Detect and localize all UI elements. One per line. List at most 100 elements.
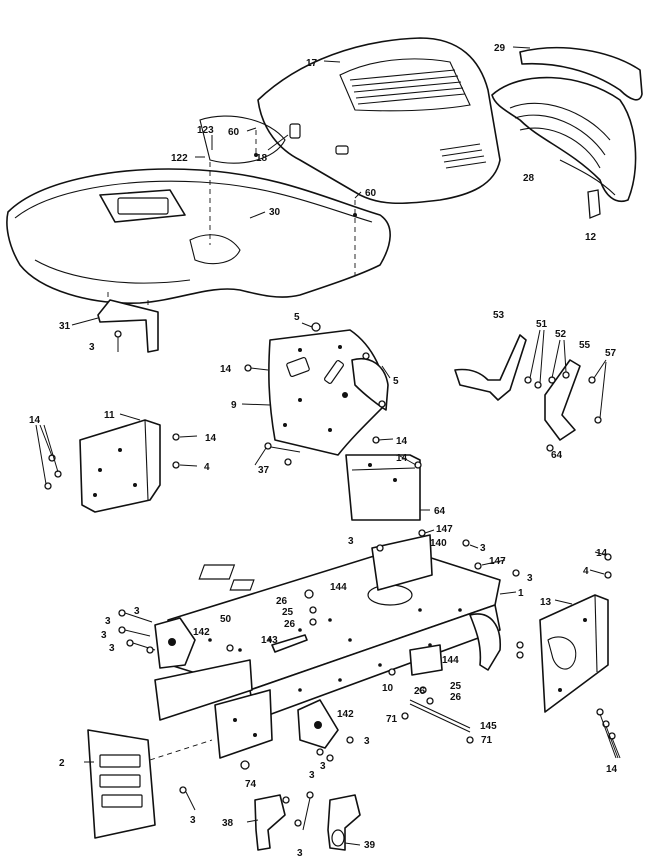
front-left-bolts: [118, 609, 156, 654]
part-14-label-c: 14: [396, 453, 408, 464]
part-31-label: 31: [59, 321, 71, 332]
part-144-label-a: 144: [330, 582, 347, 593]
part-3-label-i: 3: [364, 736, 370, 747]
part-28-grille-label: 28: [523, 173, 535, 184]
part-3-label-g: 3: [101, 630, 107, 641]
part-1-frame-label: 1: [518, 588, 524, 599]
part-3-label-d: 3: [527, 573, 533, 584]
rear-brackets-144: [388, 613, 501, 705]
side-panel-13: [539, 594, 609, 713]
main-frame: [167, 547, 501, 721]
part-3-label-k: 3: [309, 770, 315, 781]
part-14-label-g: 14: [606, 764, 618, 775]
bracket-38: [254, 794, 290, 851]
part-26-label-a: 26: [276, 596, 288, 607]
part-3-label-c: 3: [480, 543, 486, 554]
part-37-label: 37: [258, 465, 270, 476]
part-3-label-b: 3: [348, 536, 354, 547]
part-11-label: 11: [104, 410, 115, 421]
part-30-body-label: 30: [269, 207, 281, 218]
part-14-label-f: 14: [596, 548, 608, 559]
part-9-label: 9: [231, 400, 237, 411]
part-14-label-b: 14: [396, 436, 408, 447]
part-4-label-b: 4: [583, 566, 589, 577]
frame-plate-140: [371, 534, 433, 591]
part-71-label-a: 71: [386, 714, 398, 725]
lower-front-hardware: [240, 641, 524, 770]
hardware-50-143: [226, 634, 308, 653]
front-plate-2: [87, 729, 213, 839]
part-3-label-a: 3: [89, 342, 95, 353]
part-3-label-e: 3: [134, 606, 140, 617]
side-panel-11: [79, 419, 161, 513]
bracket-31: [97, 299, 159, 353]
plate-142-upper: [154, 617, 196, 669]
bolt-3-a: [114, 330, 122, 352]
part-142-label-b: 142: [337, 709, 354, 720]
part-5-label-a: 5: [294, 312, 300, 323]
part-14-label-a: 14: [220, 364, 232, 375]
part-123-label: 123: [197, 125, 214, 136]
part-3-label-f: 3: [105, 616, 111, 627]
bumper-part: [519, 46, 643, 101]
leader-lines: [71, 46, 606, 846]
part-14-label-d: 14: [29, 415, 41, 426]
clip-part: [587, 189, 601, 219]
part-5-label-b: 5: [393, 376, 399, 387]
side-panel-11-hardware: [35, 424, 180, 490]
part-3-label-j: 3: [320, 761, 326, 772]
part-64-label-b: 64: [434, 506, 446, 517]
part-71-label-b: 71: [481, 735, 493, 746]
part-60-label-b: 60: [365, 188, 377, 199]
bracket-53: [454, 334, 527, 401]
part-4-label-a: 4: [204, 462, 210, 473]
part-64-label-a: 64: [551, 450, 563, 461]
right-bracket-hardware: [524, 329, 607, 452]
part-140-label: 140: [430, 538, 447, 549]
part-142-label-a: 142: [193, 627, 210, 638]
part-29-bumper-label: 29: [494, 43, 506, 54]
dash-side-flange: [351, 358, 389, 411]
part-52-label: 52: [555, 329, 567, 340]
part-60-label-a: 60: [228, 127, 240, 138]
callout-labels: 17 29 28 12 123 122 60 18 60 30 31 3 5 1…: [29, 43, 618, 859]
grille-part: [491, 76, 637, 202]
part-12-clip-label: 12: [585, 232, 597, 243]
part-39-label: 39: [364, 840, 376, 851]
part-55-label: 55: [579, 340, 591, 351]
part-74-label: 74: [245, 779, 257, 790]
part-53-label: 53: [493, 310, 505, 321]
part-3-label-m: 3: [297, 848, 303, 859]
frame-hardware: [304, 529, 520, 626]
part-38-label: 38: [222, 818, 234, 829]
body-part: [6, 115, 391, 304]
bracket-39: [327, 794, 361, 851]
rod-145: [401, 699, 474, 744]
part-26-label-d: 26: [450, 692, 462, 703]
dash-hardware: [244, 322, 422, 469]
lower-bolts: [294, 791, 314, 831]
front-left-plate: [154, 659, 253, 721]
part-25-label-b: 25: [450, 681, 462, 692]
part-17-hood-label: 17: [306, 58, 318, 69]
plate-142-lower: [297, 699, 339, 749]
part-50-label: 50: [220, 614, 232, 625]
dash-lower-bracket: [345, 454, 421, 521]
part-51-label: 51: [536, 319, 548, 330]
part-147-label-a: 147: [436, 524, 453, 535]
side-panel-13-hardware: [596, 553, 621, 759]
part-122-label: 122: [171, 153, 188, 164]
part-143-label: 143: [261, 635, 278, 646]
part-25-label-a: 25: [282, 607, 294, 618]
part-145-label: 145: [480, 721, 497, 732]
part-18-label: 18: [256, 153, 268, 164]
assembly-guide-lines: [107, 130, 356, 330]
part-26-label-b: 26: [284, 619, 296, 630]
part-2-label: 2: [59, 758, 65, 769]
part-144-label-b: 144: [442, 655, 459, 666]
lower-front-plate: [214, 689, 273, 759]
part-147-label-b: 147: [489, 556, 506, 567]
hood-part: [257, 37, 501, 205]
part-3-label-l: 3: [190, 815, 196, 826]
